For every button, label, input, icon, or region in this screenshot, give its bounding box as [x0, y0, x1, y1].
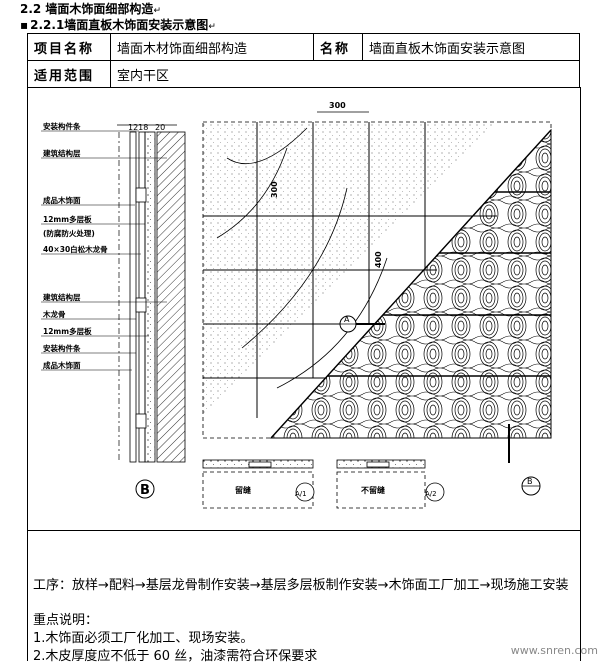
drawing-frame: [27, 87, 581, 661]
dim-side-2: 400: [374, 251, 383, 268]
callout-6: 40×30白松木龙骨: [43, 244, 108, 254]
callout-4: 12mm多层板: [43, 214, 92, 224]
dim-side-1: 300: [270, 181, 279, 198]
marker-a: A: [344, 315, 350, 324]
detail-2-label: 不留缝: [361, 485, 385, 495]
scope-label: 适用范围: [27, 60, 111, 88]
callout-3: 成品木饰面: [43, 195, 81, 205]
callout-9: 12mm多层板: [43, 326, 92, 336]
detail-2-tag: A/2: [425, 490, 437, 498]
callout-1: 安装构件条: [43, 121, 81, 131]
callout-11: 成品木饰面: [43, 360, 81, 370]
project-label: 项目名称: [27, 33, 111, 61]
callout-10: 安装构件条: [43, 343, 81, 353]
marker-b: B: [527, 477, 533, 486]
section-view: 1218 20 B: [117, 123, 186, 499]
installation-drawing: 1218 20 B 安装构件条 建筑结构层 成品木饰面 12mm多层板 (防腐防…: [41, 101, 552, 509]
dim-left-1: 1218: [128, 123, 148, 132]
note-item-2: 2.木皮厚度应不低于 60 丝，油漆需符合环保要求: [33, 649, 318, 664]
callouts: [41, 130, 167, 371]
section-title: 2.2 墙面木饰面细部构造↵: [20, 2, 161, 16]
detail-gap: 留缝 A/1: [202, 459, 315, 509]
name-value: 墙面直板木饰面安装示意图: [362, 33, 580, 61]
callout-8: 木龙骨: [42, 309, 66, 319]
section-subtitle: ▪2.2.1墙面直板木饰面安装示意图↵: [20, 18, 216, 32]
project-value: 墙面木材饰面细部构造: [110, 33, 314, 61]
name-label: 名称: [313, 33, 363, 61]
header-table: 项目名称 墙面木材饰面细部构造 名称 墙面直板木饰面安装示意图 适用范围 室内干…: [27, 33, 580, 88]
note-item-1: 1.木饰面必须工厂化加工、现场安装。: [33, 631, 254, 646]
section-mark: B: [140, 483, 150, 498]
scope-value: 室内干区: [110, 60, 580, 88]
callout-7: 建筑结构层: [42, 292, 81, 302]
drawing-divider: [27, 530, 580, 531]
watermark: www.snren.com: [510, 644, 598, 657]
detail-no-gap: 不留缝 A/2: [336, 459, 445, 509]
callout-labels: 安装构件条 建筑结构层 成品木饰面 12mm多层板 (防腐防火处理) 40×30…: [42, 121, 108, 370]
detail-1-label: 留缝: [235, 485, 251, 495]
notes-heading: 重点说明：: [33, 613, 99, 628]
callout-2: 建筑结构层: [42, 148, 81, 158]
process-note: 工序：放样→配料→基层龙骨制作安装→基层多层板制作安装→木饰面工厂加工→现场施工…: [33, 578, 569, 593]
dim-left-2: 20: [155, 123, 165, 132]
callout-5: (防腐防火处理): [43, 228, 95, 238]
dim-top: 300: [329, 101, 346, 110]
elevation-view: 300 300 400 A B: [202, 101, 552, 496]
detail-1-tag: A/1: [295, 490, 307, 498]
